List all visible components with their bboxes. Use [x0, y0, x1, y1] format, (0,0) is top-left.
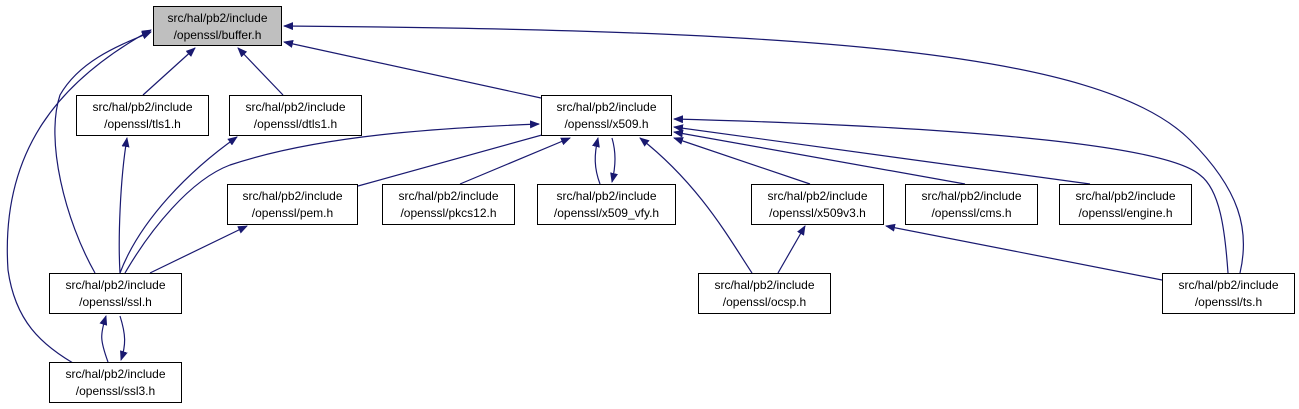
edge-ts-to-buffer: [283, 22, 1245, 274]
edge-x509v3-to-x509: [673, 137, 811, 185]
node-buffer-h-line1: src/hal/pb2/include: [167, 11, 268, 25]
node-engine-h-line2: /openssl/engine.h: [1078, 206, 1173, 220]
node-ssl-h-line2: /openssl/ssl.h: [79, 295, 152, 309]
edge-x509_vfy-to-x509: [592, 137, 601, 185]
node-x509-h-line2: /openssl/x509.h: [564, 117, 649, 131]
node-pem-h-line1: src/hal/pb2/include: [242, 189, 343, 203]
edge-ocsp-to-x509v3: [777, 225, 806, 274]
node-engine-h[interactable]: src/hal/pb2/include /openssl/engine.h: [1059, 184, 1192, 225]
node-x509v3-h[interactable]: src/hal/pb2/include /openssl/x509v3.h: [751, 184, 884, 225]
node-ocsp-h-line1: src/hal/pb2/include: [714, 278, 815, 292]
node-x509-vfy-h-line2: /openssl/x509_vfy.h: [553, 206, 660, 220]
edge-ssl3-to-buffer: [6, 29, 152, 368]
edge-ssl-to-tls1: [118, 137, 130, 274]
node-buffer-h-line2: /openssl/buffer.h: [173, 28, 262, 42]
node-ssl-h-line1: src/hal/pb2/include: [65, 278, 166, 292]
node-ocsp-h[interactable]: src/hal/pb2/include /openssl/ocsp.h: [698, 273, 831, 314]
node-ts-h-line1: src/hal/pb2/include: [1178, 278, 1279, 292]
edge-ssl-to-pem: [149, 225, 248, 274]
node-ts-h-line2: /openssl/ts.h: [1194, 295, 1263, 309]
edge-ssl-to-buffer: [54, 31, 152, 274]
node-dtls1-h[interactable]: src/hal/pb2/include /openssl/dtls1.h: [229, 95, 362, 136]
edge-ocsp-to-x509: [639, 137, 753, 274]
node-cms-h[interactable]: src/hal/pb2/include /openssl/cms.h: [905, 184, 1038, 225]
edge-ssl-to-x509: [124, 120, 540, 274]
node-pkcs12-h-line2: /openssl/pkcs12.h: [400, 206, 497, 220]
node-x509v3-h-line1: src/hal/pb2/include: [767, 189, 868, 203]
node-engine-h-line1: src/hal/pb2/include: [1075, 189, 1176, 203]
edge-x509-to-buffer: [283, 40, 542, 99]
edge-ssl-to-dtls1: [119, 136, 238, 274]
node-x509-h-line1: src/hal/pb2/include: [556, 100, 657, 114]
node-buffer-h[interactable]: src/hal/pb2/include /openssl/buffer.h: [153, 6, 282, 46]
node-ocsp-h-line2: /openssl/ocsp.h: [722, 295, 807, 309]
node-pem-h[interactable]: src/hal/pb2/include /openssl/pem.h: [227, 184, 358, 225]
node-x509v3-h-line2: /openssl/x509v3.h: [769, 206, 866, 220]
node-ssl3-h-line2: /openssl/ssl3.h: [75, 384, 156, 398]
edge-ssl-to-ssl3: [119, 315, 128, 361]
edge-engine-to-x509: [673, 124, 1091, 185]
node-tls1-h-line1: src/hal/pb2/include: [92, 100, 193, 114]
node-tls1-h-line2: /openssl/tls1.h: [104, 117, 181, 131]
node-pkcs12-h[interactable]: src/hal/pb2/include /openssl/pkcs12.h: [382, 184, 515, 225]
node-cms-h-line1: src/hal/pb2/include: [921, 189, 1022, 203]
node-tls1-h[interactable]: src/hal/pb2/include /openssl/tls1.h: [76, 95, 209, 136]
edge-ssl3-to-ssl: [99, 315, 109, 363]
node-ssl-h[interactable]: src/hal/pb2/include /openssl/ssl.h: [49, 273, 182, 314]
edge-x509-to-x509_vfy: [610, 137, 618, 183]
edge-dtls1-to-buffer: [237, 47, 284, 96]
node-x509-vfy-h-line1: src/hal/pb2/include: [556, 189, 657, 203]
node-pkcs12-h-line1: src/hal/pb2/include: [398, 189, 499, 203]
edge-ts-to-x509v3: [885, 223, 1163, 281]
edge-tls1-to-buffer: [142, 47, 196, 96]
node-x509-vfy-h[interactable]: src/hal/pb2/include /openssl/x509_vfy.h: [537, 184, 676, 225]
edge-pem-to-x509: [357, 128, 561, 187]
node-x509-h[interactable]: src/hal/pb2/include /openssl/x509.h: [541, 95, 672, 136]
node-pem-h-line2: /openssl/pem.h: [251, 206, 334, 220]
edge-pkcs12-to-x509: [459, 137, 571, 185]
edge-ts-to-x509: [673, 115, 1229, 274]
node-ts-h[interactable]: src/hal/pb2/include /openssl/ts.h: [1162, 273, 1295, 314]
node-ssl3-h-line1: src/hal/pb2/include: [65, 367, 166, 381]
node-dtls1-h-line1: src/hal/pb2/include: [245, 100, 346, 114]
node-cms-h-line2: /openssl/cms.h: [931, 206, 1012, 220]
node-dtls1-h-line2: /openssl/dtls1.h: [253, 117, 338, 131]
node-ssl3-h[interactable]: src/hal/pb2/include /openssl/ssl3.h: [49, 362, 182, 403]
edge-cms-to-x509: [673, 129, 966, 185]
